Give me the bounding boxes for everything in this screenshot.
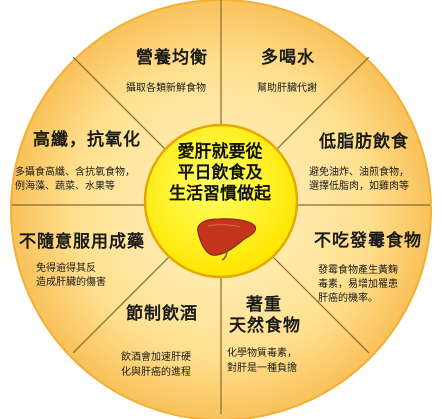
segment-divider: [270, 56, 370, 156]
segment-title-no-otc-drugs: 不隨意服用成藥: [19, 232, 145, 252]
segment-desc: 幫助肝臟代謝: [257, 83, 317, 94]
segment-divider: [270, 254, 370, 354]
center-text: 愛肝就要從 平日飲食及 生活習慣做起: [150, 142, 290, 205]
segment-desc: 發霉食物產生黃麴: [318, 265, 398, 276]
segment-desc: 免得逾得其反: [36, 263, 96, 274]
segment-title-high-fiber: 高纖，抗氧化: [33, 130, 141, 150]
segment-desc: 攝取各類新鮮食物: [126, 83, 206, 94]
segment-title-natural-food: 著重: [246, 295, 282, 315]
segment-dividers: [12, 0, 430, 414]
segment-desc: 化學物質毒素，: [227, 348, 297, 359]
segment-divider: [72, 56, 172, 156]
center-line: 平日飲食及: [177, 163, 263, 183]
liver-icon: [197, 218, 257, 261]
segment-desc: 例海藻、蔬菜、水果等: [15, 181, 115, 192]
segment-desc: 造成肝臟的傷害: [36, 277, 106, 288]
segment-desc: 毒素，易增加罹患: [318, 279, 398, 290]
center-circle: [143, 123, 299, 279]
segment-desc: 飲酒會加速肝硬: [121, 352, 191, 363]
segment-desc: 化與肝癌的進程: [121, 367, 191, 378]
segment-desc: 肝癌的機率。: [318, 293, 378, 304]
segment-title-limit-alcohol: 節制飲酒: [126, 304, 198, 324]
center-line: 愛肝就要從: [177, 142, 263, 162]
segment-title-low-fat: 低脂肪飲食: [319, 132, 409, 152]
center-line: 生活習慣做起: [169, 184, 271, 204]
segment-desc: 對肝是一種負擔: [227, 363, 297, 374]
segment-title-balanced-nutrition: 營養均衡: [136, 48, 208, 68]
segment-desc: 避免油炸、油煎食物，: [309, 167, 409, 178]
segment-title-drink-water: 多喝水: [261, 48, 315, 68]
segment-desc: 選擇低脂肉，如雞肉等: [309, 181, 409, 192]
segment-divider: [72, 254, 172, 354]
segment-desc: 多攝食高纖、含抗氧食物，: [15, 167, 135, 178]
segment-title-natural-food-line2: 天然食物: [229, 316, 301, 336]
segment-title-no-mold: 不吃發霉食物: [314, 231, 422, 251]
